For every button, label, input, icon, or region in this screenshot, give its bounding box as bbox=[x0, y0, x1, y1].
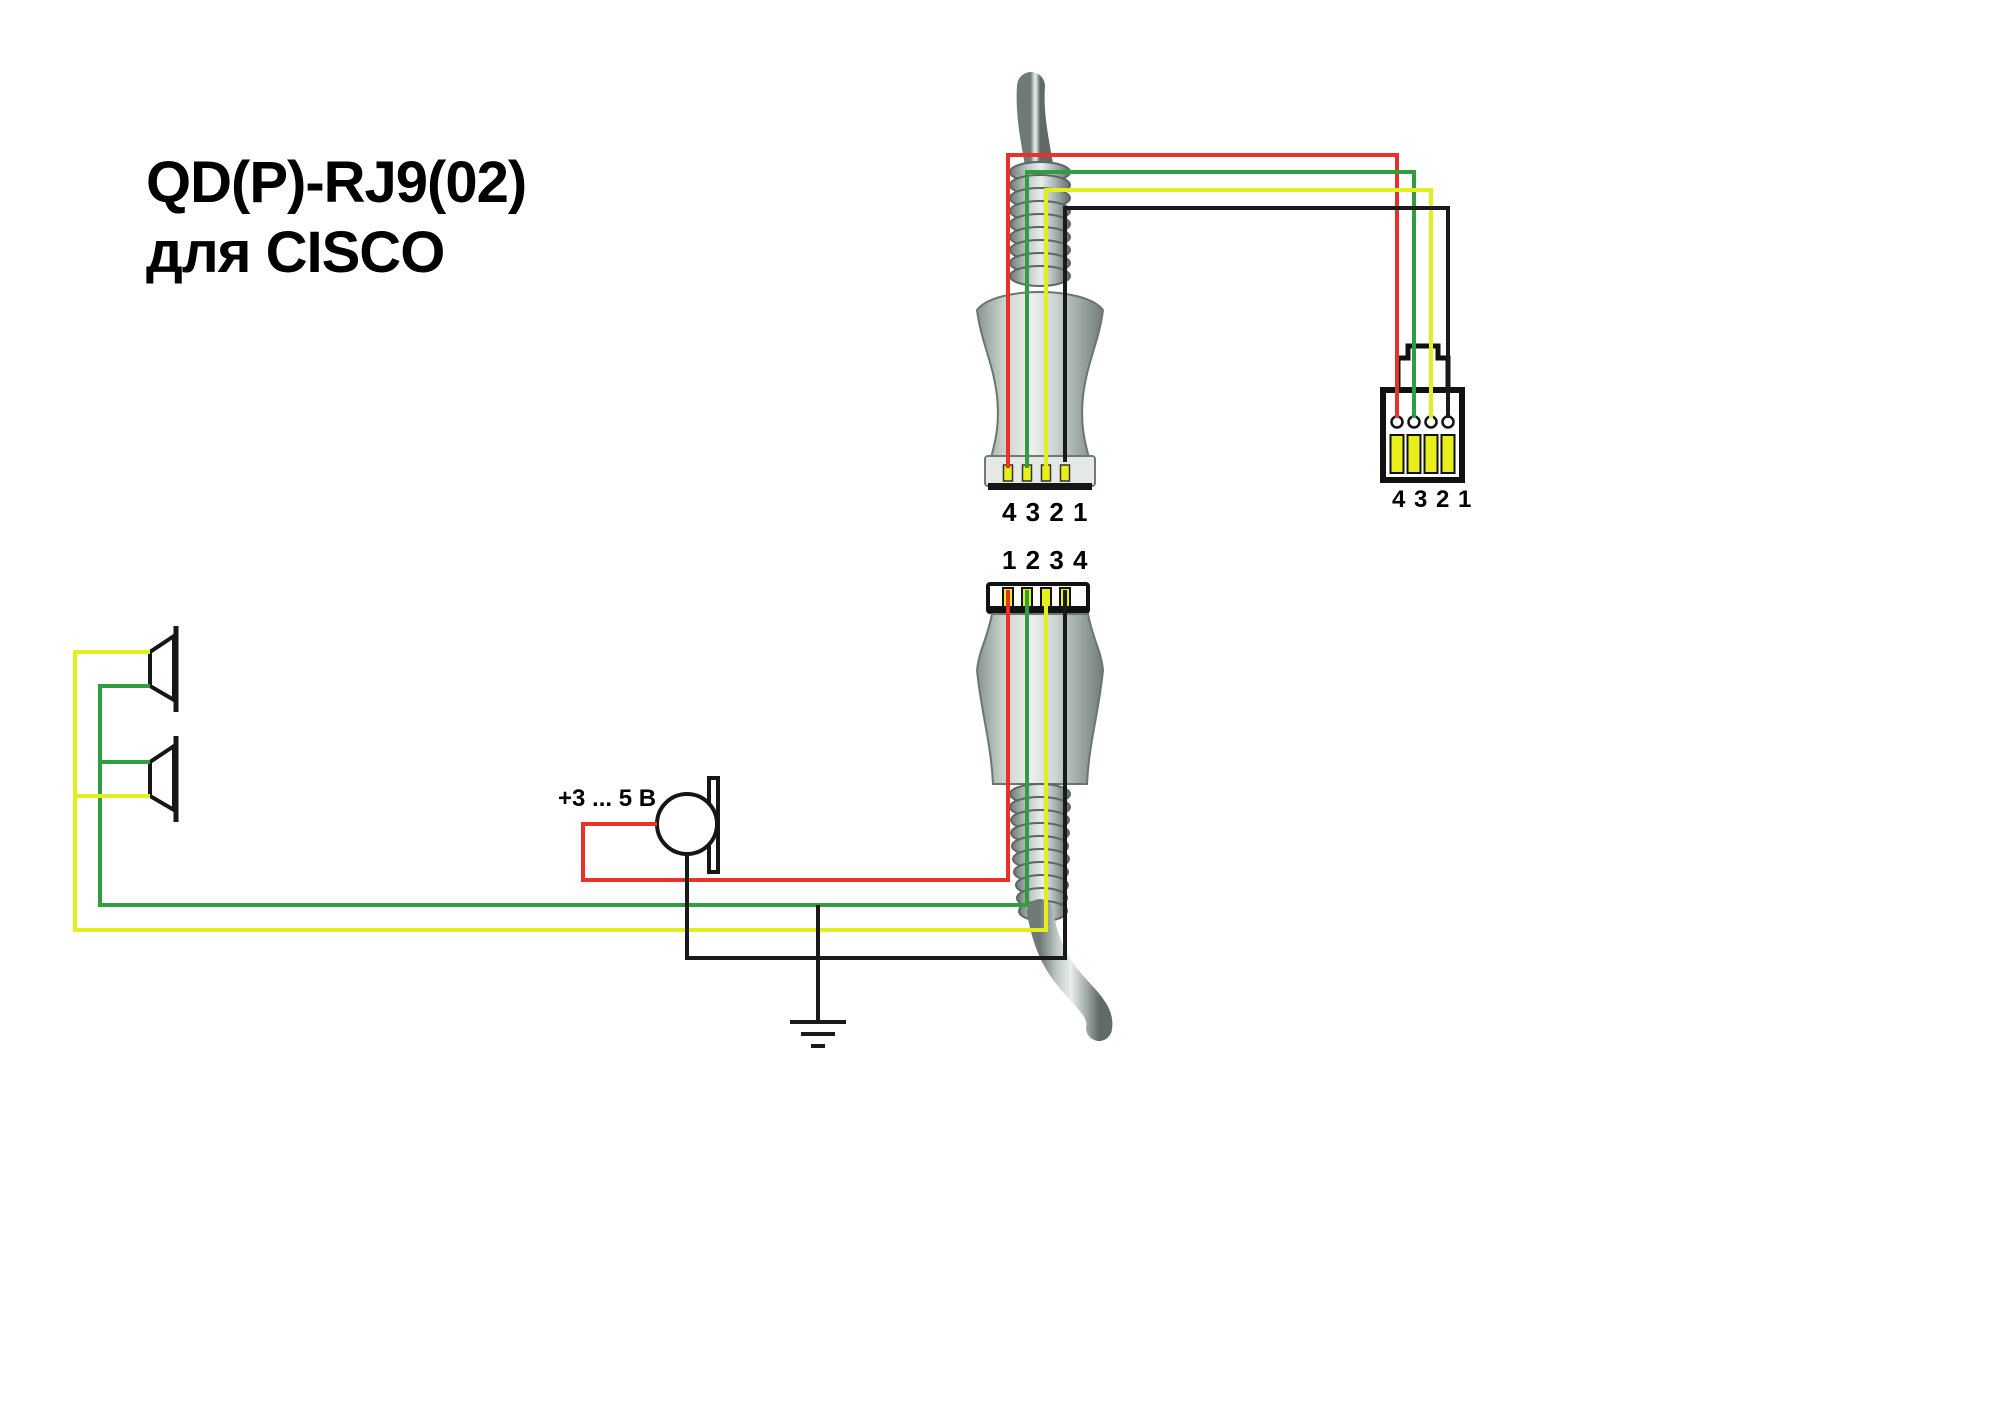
qd-top-bottom-lip bbox=[988, 483, 1092, 490]
ground-symbol bbox=[790, 1020, 846, 1048]
qd-bottom-cable bbox=[1027, 899, 1113, 1041]
qd-top-coil bbox=[1009, 161, 1071, 287]
qd-bottom-top-lip bbox=[988, 606, 1088, 612]
wire-red-qd-to-rj9 bbox=[1006, 153, 1399, 468]
pin-label-qd-bottom: 1 2 3 4 bbox=[1002, 545, 1089, 575]
pin-contact bbox=[1440, 434, 1456, 474]
speaker-bottom bbox=[148, 736, 179, 822]
pin-label-qd-top: 4 3 2 1 bbox=[1002, 497, 1089, 527]
speaker-cone bbox=[148, 742, 176, 814]
wire-green-qd-to-rj9 bbox=[1025, 170, 1416, 468]
title-line-1: QD(P)-RJ9(02) bbox=[146, 150, 527, 215]
wire-green-qd-to-speakers bbox=[98, 590, 1029, 907]
qd-plug-top bbox=[975, 72, 1105, 490]
mic-voltage-label: +3 ... 5 В bbox=[558, 785, 657, 812]
pin-contact bbox=[1389, 434, 1405, 474]
wire-hole bbox=[1390, 415, 1404, 429]
qd-top-contact-face bbox=[984, 455, 1096, 487]
wire-black-qd-to-rj9 bbox=[1063, 206, 1450, 462]
pin-contact bbox=[1406, 434, 1422, 474]
harness-bottom bbox=[73, 590, 1067, 1020]
wire-yellow-qd-to-rj9 bbox=[1044, 188, 1433, 468]
speaker-cone bbox=[148, 632, 176, 704]
wire-hole bbox=[1407, 415, 1421, 429]
microphone-capsule bbox=[655, 792, 719, 856]
wire-hole bbox=[1424, 415, 1438, 429]
wire-black-qd-to-mic-ground bbox=[685, 590, 1067, 1020]
pin-contact bbox=[1423, 434, 1439, 474]
qd-top-cable bbox=[1016, 72, 1054, 184]
qd-plug-bottom bbox=[975, 582, 1113, 1041]
wire-yellow-qd-to-speakers bbox=[73, 590, 1048, 932]
rj9-connector bbox=[1380, 343, 1465, 483]
speaker-top bbox=[148, 626, 179, 712]
harness-top bbox=[1006, 153, 1450, 468]
qd-top-body bbox=[975, 291, 1105, 459]
diagram-title: QD(P)-RJ9(02) для CISCO bbox=[146, 148, 527, 287]
qd-bottom-body bbox=[975, 613, 1105, 785]
wire-red-qd-to-mic bbox=[581, 590, 1010, 882]
pin-label-rj9: 4 3 2 1 bbox=[1392, 486, 1473, 513]
rj9-contacts bbox=[1389, 434, 1456, 474]
microphone bbox=[655, 776, 720, 874]
rj9-latch bbox=[1395, 343, 1451, 392]
wire-hole bbox=[1441, 415, 1455, 429]
title-line-2: для CISCO bbox=[146, 219, 445, 285]
pin-contact bbox=[1059, 464, 1071, 482]
